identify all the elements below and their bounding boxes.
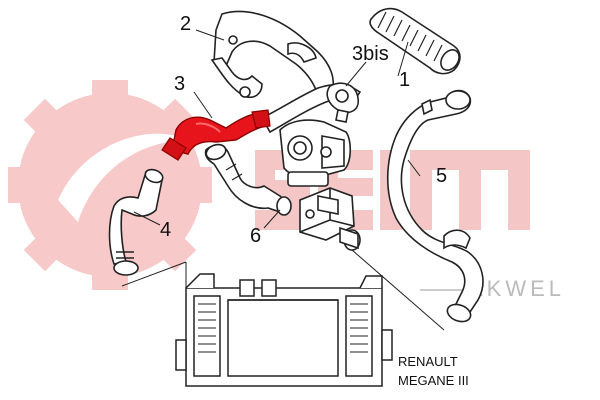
callout-3bis: 3bis	[352, 43, 389, 65]
callout-2: 2	[180, 13, 191, 35]
vehicle-make: RENAULT	[398, 354, 458, 369]
callout-3: 3	[174, 73, 185, 95]
callout-4: 4	[160, 219, 171, 241]
part-5-hose	[386, 89, 484, 323]
callout-5: 5	[436, 165, 447, 187]
intercooler	[175, 273, 393, 387]
leader-lines	[121, 29, 445, 331]
part-1-hose	[369, 7, 461, 75]
part-3bis-tube	[260, 82, 362, 134]
swoosh-icon	[58, 133, 190, 222]
callout-1: 1	[399, 69, 410, 91]
part-6-hose	[204, 143, 292, 216]
valve-assembly-lower	[299, 187, 361, 251]
callout-6: 6	[250, 225, 261, 247]
vehicle-model: MEGANE III	[398, 373, 469, 388]
watermark-gear-logo	[8, 80, 212, 290]
part-4-hose	[108, 168, 164, 276]
part-3-hose-highlighted	[161, 109, 271, 161]
gear-teeth	[8, 80, 212, 290]
part-2-tube	[210, 10, 334, 99]
valve-assembly-upper	[279, 119, 352, 187]
